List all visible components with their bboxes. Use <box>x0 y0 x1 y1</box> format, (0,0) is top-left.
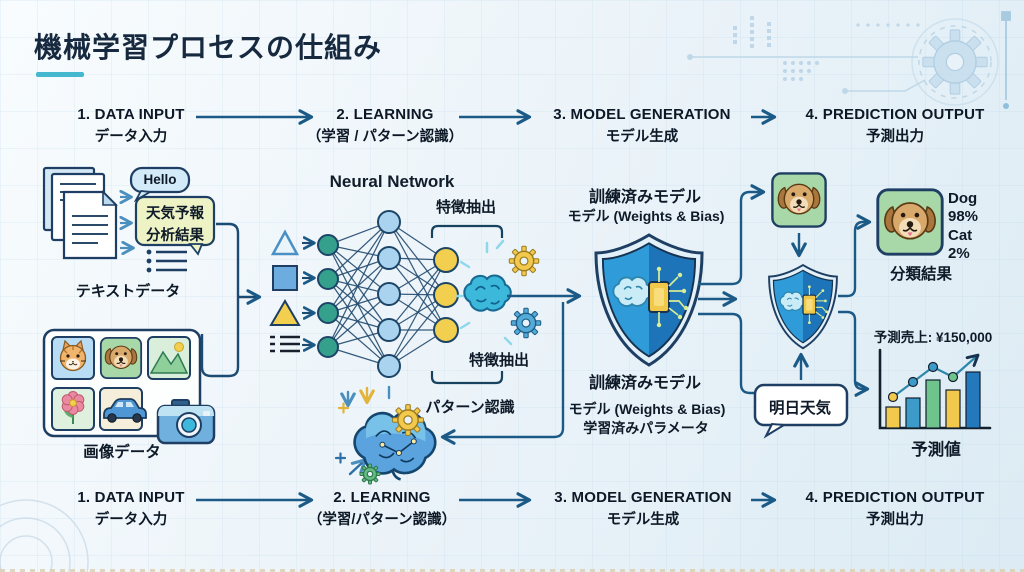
gear-icon <box>922 29 988 95</box>
feature-extraction-bottom-label: 特徴抽出 <box>468 352 530 369</box>
input-shapes <box>269 229 316 353</box>
list-icon <box>270 335 300 353</box>
weather-query-bubble-icon <box>753 383 849 439</box>
feature-extraction-top-label: 特徴抽出 <box>435 199 497 216</box>
weather-bubble-line1: 天気予報 <box>146 206 204 222</box>
prediction-value-label: 予測値 <box>911 441 961 459</box>
prediction-bar-chart-icon <box>878 348 992 430</box>
image-grid <box>42 328 202 438</box>
dog-percentage: 98% <box>948 208 979 225</box>
square-icon <box>272 265 298 291</box>
weights-top-label: モデル (Weights & Bias) <box>567 208 725 224</box>
deployed-model-shield-icon <box>769 265 837 348</box>
classification-result-label: 分類結果 <box>889 266 953 283</box>
neural-network-icon <box>317 210 459 378</box>
car-image <box>99 387 147 431</box>
yellow-triangle-icon <box>269 299 301 326</box>
step-arrows <box>196 109 777 508</box>
flow-arrows-mid <box>440 288 582 445</box>
process-step-4-bottom: 4. PREDICTION OUTPUT 予測出力 <box>805 489 985 528</box>
page-title: 機械学習プロセスの仕組み <box>34 32 383 63</box>
camera-icon <box>156 399 216 445</box>
dog-input-image <box>771 172 827 228</box>
dog-image <box>99 336 143 380</box>
process-step-2-bottom: 2. LEARNING （学習/パターン認識） <box>307 489 457 528</box>
weather-bubble-line2: 分析結果 <box>146 228 204 244</box>
gear-icon <box>510 307 542 339</box>
process-step-1-top: 1. DATA INPUT データ入力 <box>77 106 185 145</box>
classification-dog-image <box>876 188 944 256</box>
bottom-dotted-border <box>0 569 1024 572</box>
cat-image <box>51 336 95 380</box>
background-decor <box>0 11 1011 572</box>
feature-brackets <box>430 224 504 385</box>
neural-network-title: Neural Network <box>329 172 455 191</box>
title-underline <box>36 72 84 77</box>
process-step-1-bottom: 1. DATA INPUT データ入力 <box>77 489 185 528</box>
bullet-list-icon <box>146 249 187 273</box>
triangle-outline-icon <box>270 229 300 256</box>
gear-icon <box>508 245 540 277</box>
weather-speech-bubble-icon <box>134 195 216 256</box>
flower-image <box>51 387 95 431</box>
feature-brain-folds <box>474 284 501 305</box>
landscape-image <box>147 336 191 380</box>
pattern-recognition-label: パターン認識 <box>425 399 515 416</box>
process-step-4-top: 4. PREDICTION OUTPUT 予測出力 <box>805 106 985 145</box>
gear-icon <box>392 404 424 436</box>
text-data-label: テキストデータ <box>75 283 181 300</box>
weights-bottom-label: モデル (Weights & Bias) <box>568 401 726 417</box>
feature-brain-icon <box>463 274 512 312</box>
cat-label: Cat <box>948 227 973 244</box>
learning-sparkles <box>334 385 391 476</box>
shape-arrows <box>302 236 316 352</box>
image-data-label: 画像データ <box>83 444 161 461</box>
document-arrows <box>119 189 135 256</box>
input-connector <box>200 222 262 378</box>
trained-model-top-label: 訓練済みモデル <box>588 189 702 206</box>
process-step-3-top: 3. MODEL GENERATION モデル生成 <box>553 106 731 145</box>
sales-forecast-caption: 予測売上: ¥150,000 <box>873 330 993 345</box>
learned-params-label: 学習済みパラメータ <box>583 420 709 436</box>
shield-output-connectors <box>698 184 872 397</box>
process-step-3-bottom: 3. MODEL GENERATION モデル生成 <box>554 489 732 528</box>
document-stack-icon <box>42 166 118 260</box>
hello-bubble-text: Hello <box>143 172 177 187</box>
trained-model-bottom-label: 訓練済みモデル <box>588 375 702 392</box>
process-step-2-top: 2. LEARNING （学習 / パターン認識） <box>306 106 464 145</box>
trained-model-shield-icon <box>596 235 702 365</box>
gear-icon <box>359 463 381 485</box>
dog-label: Dog <box>948 190 978 207</box>
weather-query-text: 明日天気 <box>768 400 832 417</box>
cat-percentage: 2% <box>948 245 970 262</box>
